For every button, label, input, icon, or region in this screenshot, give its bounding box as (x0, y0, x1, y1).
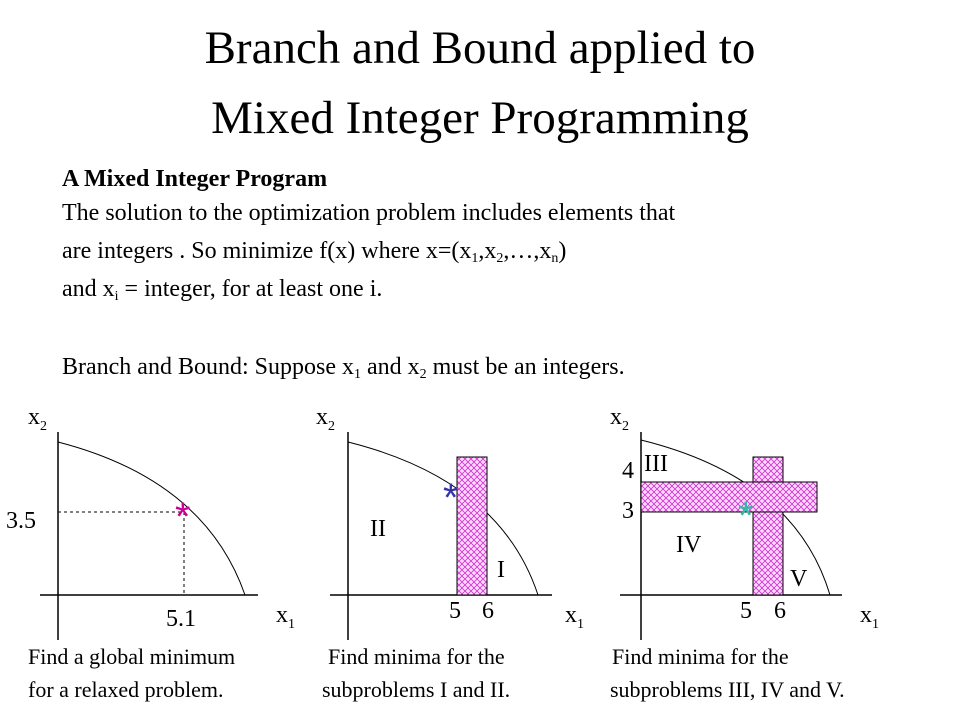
panel3-tick-6: 6 (774, 598, 786, 624)
panel2-y-axis-label: x2 (316, 404, 335, 434)
panel1-optimum-marker: * (175, 495, 191, 539)
panel2-caption-line-1: Find minima for the (328, 644, 505, 669)
panel2-region-II-label: II (370, 516, 386, 542)
title-line-1: Branch and Bound applied to (204, 22, 756, 74)
panel3-ytick-4: 4 (622, 458, 634, 484)
panel1-x-axis-label: x1 (276, 602, 295, 632)
panel1-y-axis-label: x2 (28, 404, 47, 434)
intro-line-1: The solution to the optimization problem… (62, 200, 676, 226)
section-heading: A Mixed Integer Program (62, 166, 328, 192)
panel2-x-axis-label: x1 (565, 602, 584, 632)
panel-3: x2 x1 III IV V 4 3 5 6 * Find minima for… (610, 404, 879, 702)
panel3-ytick-3: 3 (622, 498, 634, 524)
panel2-caption-line-2: subproblems I and II. (322, 677, 510, 702)
panel1-caption-line-1: Find a global minimum (28, 644, 235, 669)
panel3-tick-5: 5 (740, 598, 752, 624)
panel-2: x2 x1 II I 5 6 * Find minima for the sub… (316, 404, 584, 702)
panel2-tick-5: 5 (449, 598, 461, 624)
panel3-caption-line-2: subproblems III, IV and V. (610, 677, 845, 702)
panel1-y-value: 3.5 (6, 508, 36, 534)
panel3-excluded-vertical-strip (752, 456, 784, 596)
intro-line-2: are integers . So minimize f(x) where x=… (62, 238, 567, 266)
panel1-x-value: 5.1 (166, 606, 196, 632)
panel2-optimum-marker: * (443, 476, 459, 520)
panel3-x-axis-label: x1 (860, 602, 879, 632)
panel2-region-I-label: I (497, 557, 505, 583)
panel3-caption-line-1: Find minima for the (612, 644, 789, 669)
panel3-region-V-label: V (790, 566, 808, 592)
panel3-excluded-horizontal-strip (640, 481, 818, 513)
panel3-region-III-label: III (644, 451, 668, 477)
panel2-excluded-strip (456, 456, 488, 596)
panel1-boundary-curve (57, 441, 246, 596)
panel3-optimum-marker: * (738, 494, 754, 538)
panel2-tick-6: 6 (482, 598, 494, 624)
intro-line-4: Branch and Bound: Suppose x1 and x2 must… (62, 354, 625, 382)
panel3-region-IV-label: IV (676, 532, 702, 558)
panel-1: x2 x1 3.5 5.1 * Find a global minimum fo… (6, 404, 295, 702)
panel1-caption-line-2: for a relaxed problem. (28, 677, 223, 702)
title-line-2: Mixed Integer Programming (211, 92, 749, 144)
panel3-y-axis-label: x2 (610, 404, 629, 434)
intro-line-3: and xi = integer, for at least one i. (62, 276, 383, 304)
